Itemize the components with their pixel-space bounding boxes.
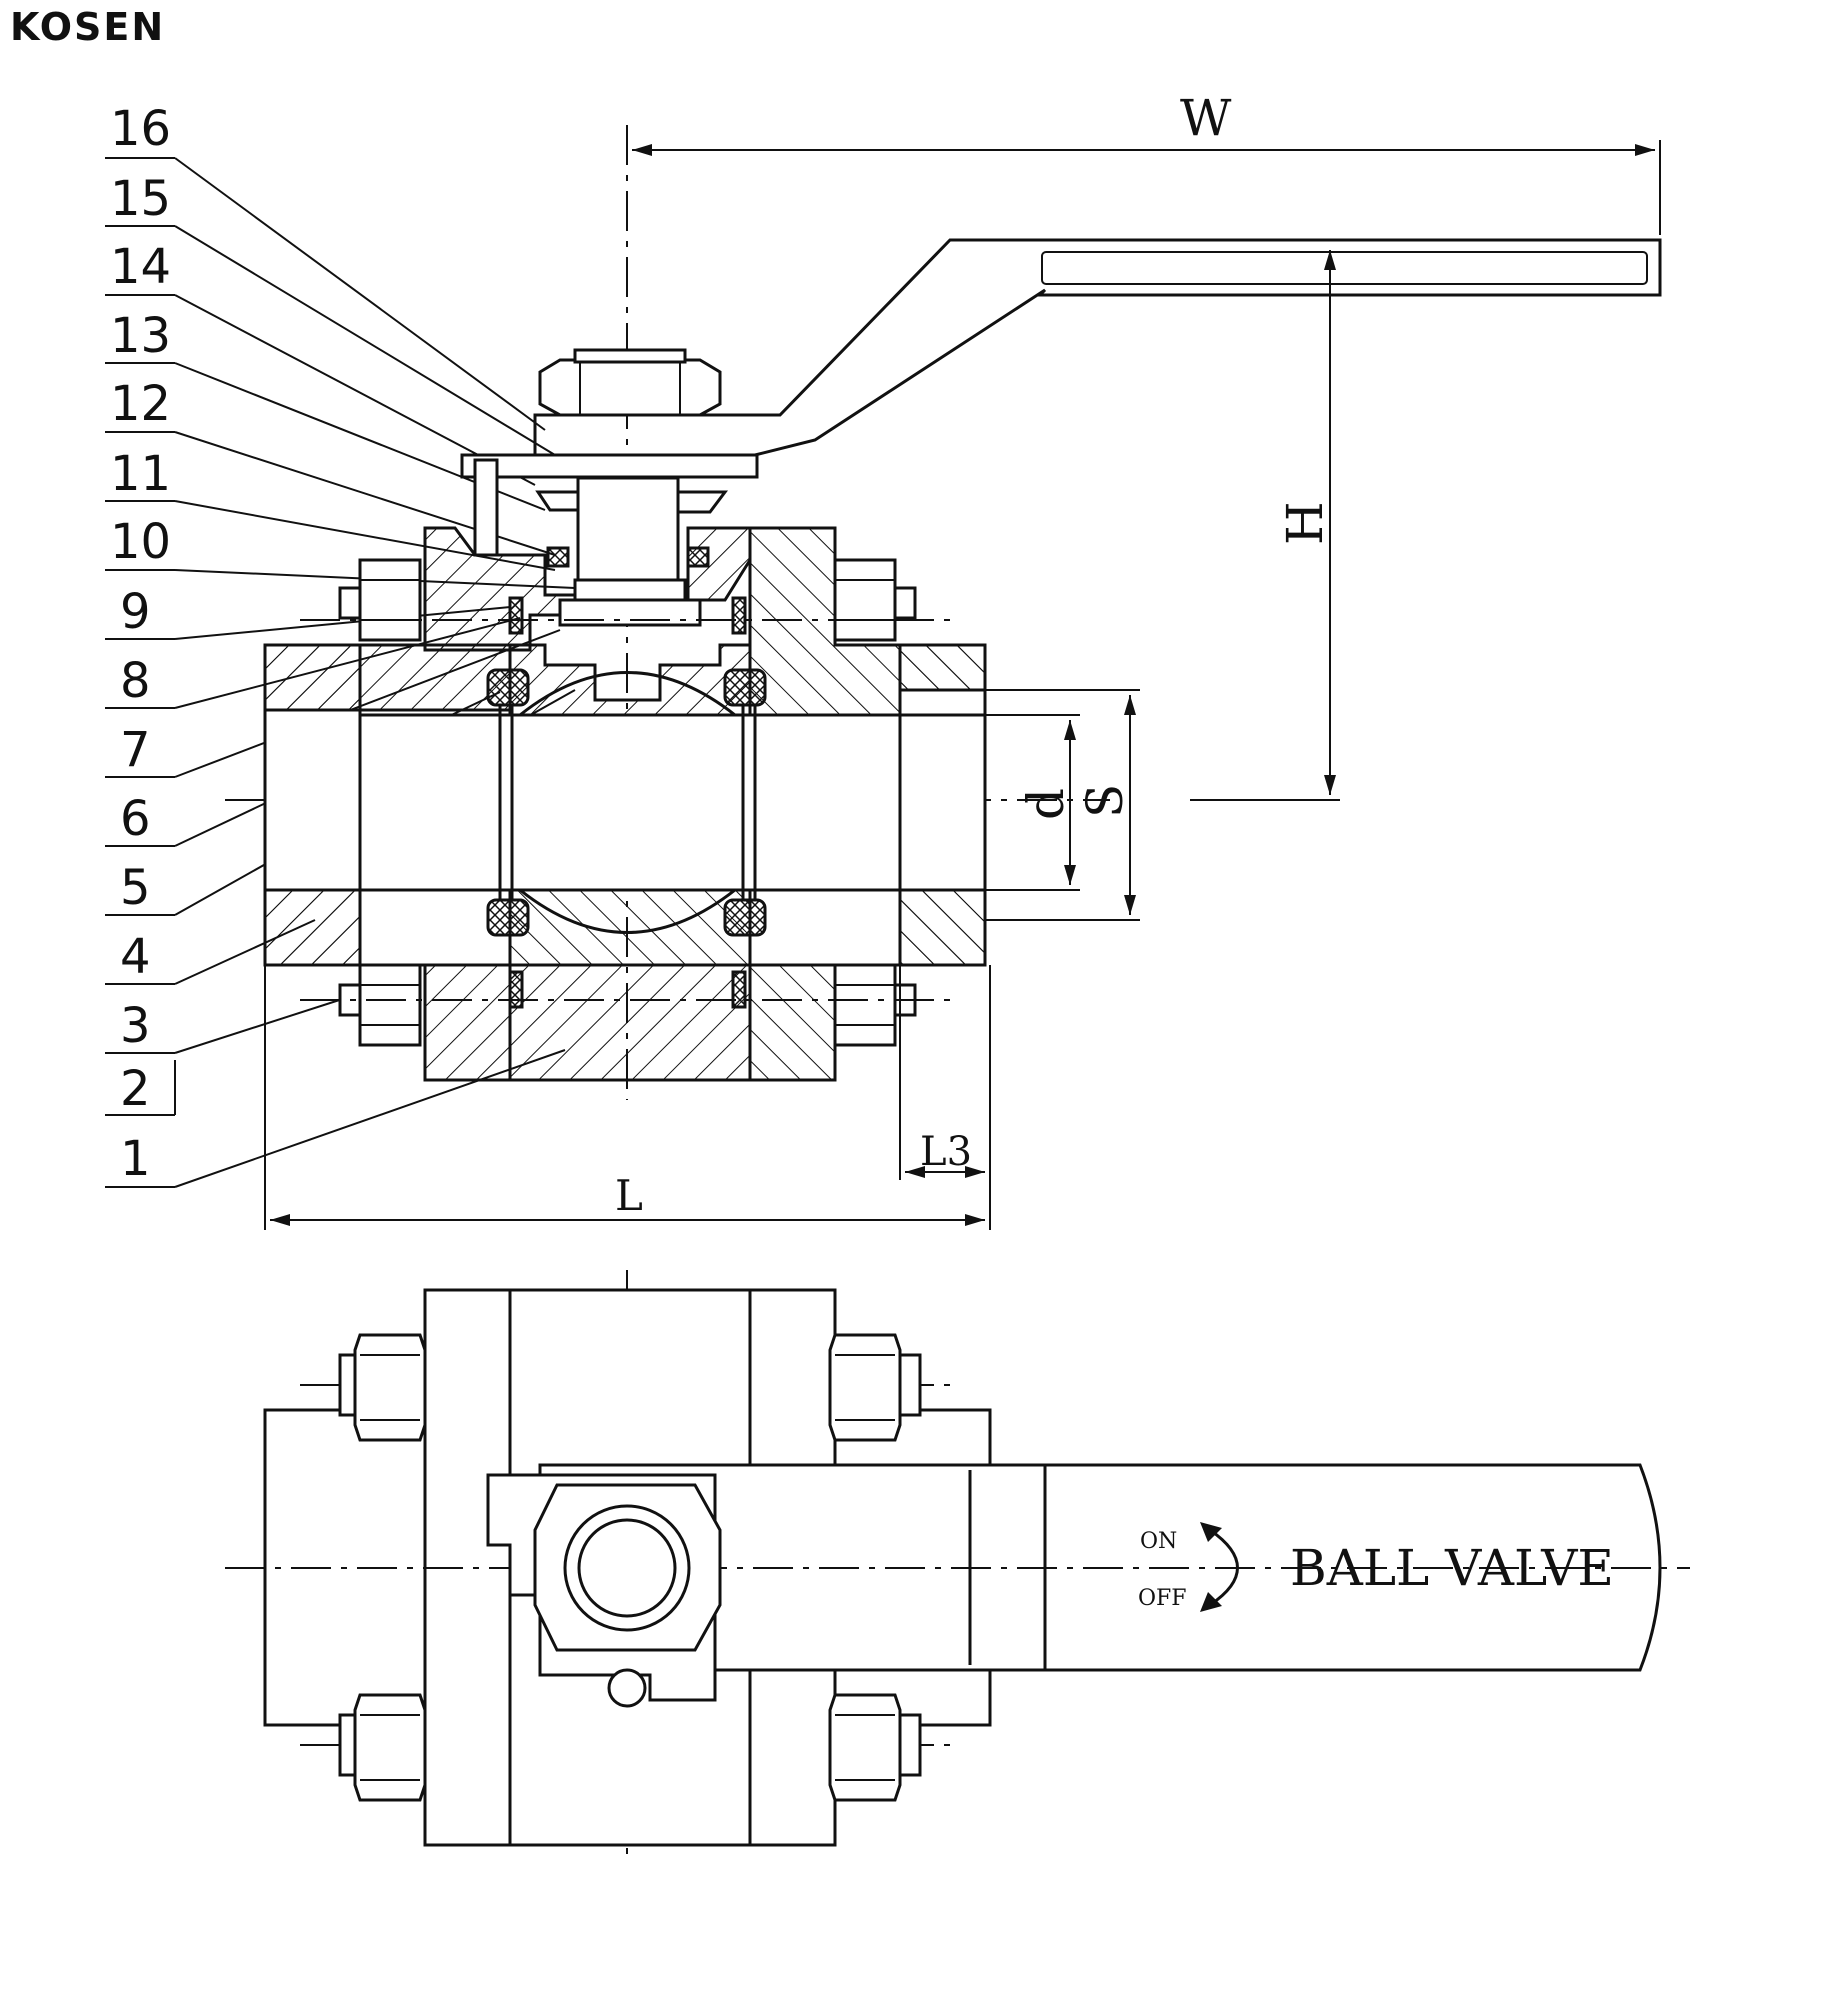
- part-label-8: 8: [120, 653, 151, 709]
- part-label-5: 5: [120, 860, 151, 916]
- handle-on-text: ON: [1140, 1529, 1177, 1554]
- part-label-13: 13: [110, 308, 171, 364]
- part-label-6: 6: [120, 791, 151, 847]
- bolt-nut-top-right: [833, 558, 917, 642]
- body-bonnet-left: [423, 526, 577, 652]
- part-label-2: 2: [120, 1061, 151, 1117]
- dim-l-label: L: [615, 1171, 643, 1220]
- dim-l3-label: L3: [920, 1129, 972, 1175]
- stem: [576, 476, 680, 590]
- part-label-4: 4: [120, 929, 151, 985]
- part-label-14: 14: [110, 239, 171, 295]
- part-label-11: 11: [110, 446, 171, 502]
- dim-d-label: d: [1017, 788, 1075, 820]
- part-number-labels: 16 15 14 13 12 11 10 9 8 7 6 5: [105, 101, 576, 1188]
- part-label-7: 7: [120, 722, 151, 778]
- dim-h-label: H: [1276, 501, 1334, 545]
- handle-off-text: OFF: [1138, 1586, 1187, 1611]
- plan-view: ON OFF BALL VALVE: [225, 1270, 1690, 1860]
- hex-nut-16: [538, 348, 722, 417]
- dimension-lines: W H d S L3 L: [264, 89, 1661, 1230]
- bolt-nut-bottom-left: [338, 963, 422, 1047]
- rotate-arrow-icon: [1209, 1528, 1239, 1607]
- part-label-16: 16: [110, 101, 171, 157]
- part-label-9: 9: [120, 584, 151, 640]
- part-label-1: 1: [120, 1131, 151, 1187]
- part-label-10: 10: [110, 514, 171, 570]
- brand-logo: KOSEN: [10, 5, 165, 49]
- part-label-12: 12: [110, 376, 171, 432]
- part-label-3: 3: [120, 998, 151, 1054]
- center-body-bottom: [508, 963, 752, 1082]
- handle-lever: [533, 238, 1662, 457]
- bolt-nut-bottom-right: [833, 963, 917, 1047]
- part-label-15: 15: [110, 171, 171, 227]
- bolt-nut-top-left: [338, 558, 422, 642]
- plan-bolt-top-right: [828, 1333, 922, 1442]
- handle-ball-valve-text: BALL VALVE: [1290, 1539, 1614, 1597]
- section-view: [225, 125, 1662, 1100]
- plan-bolt-top-left: [338, 1333, 427, 1442]
- dim-w-label: W: [1180, 89, 1232, 147]
- plan-bolt-bottom-right: [828, 1693, 922, 1802]
- plan-bolt-bottom-left: [338, 1693, 427, 1802]
- dim-s-label: S: [1076, 784, 1134, 818]
